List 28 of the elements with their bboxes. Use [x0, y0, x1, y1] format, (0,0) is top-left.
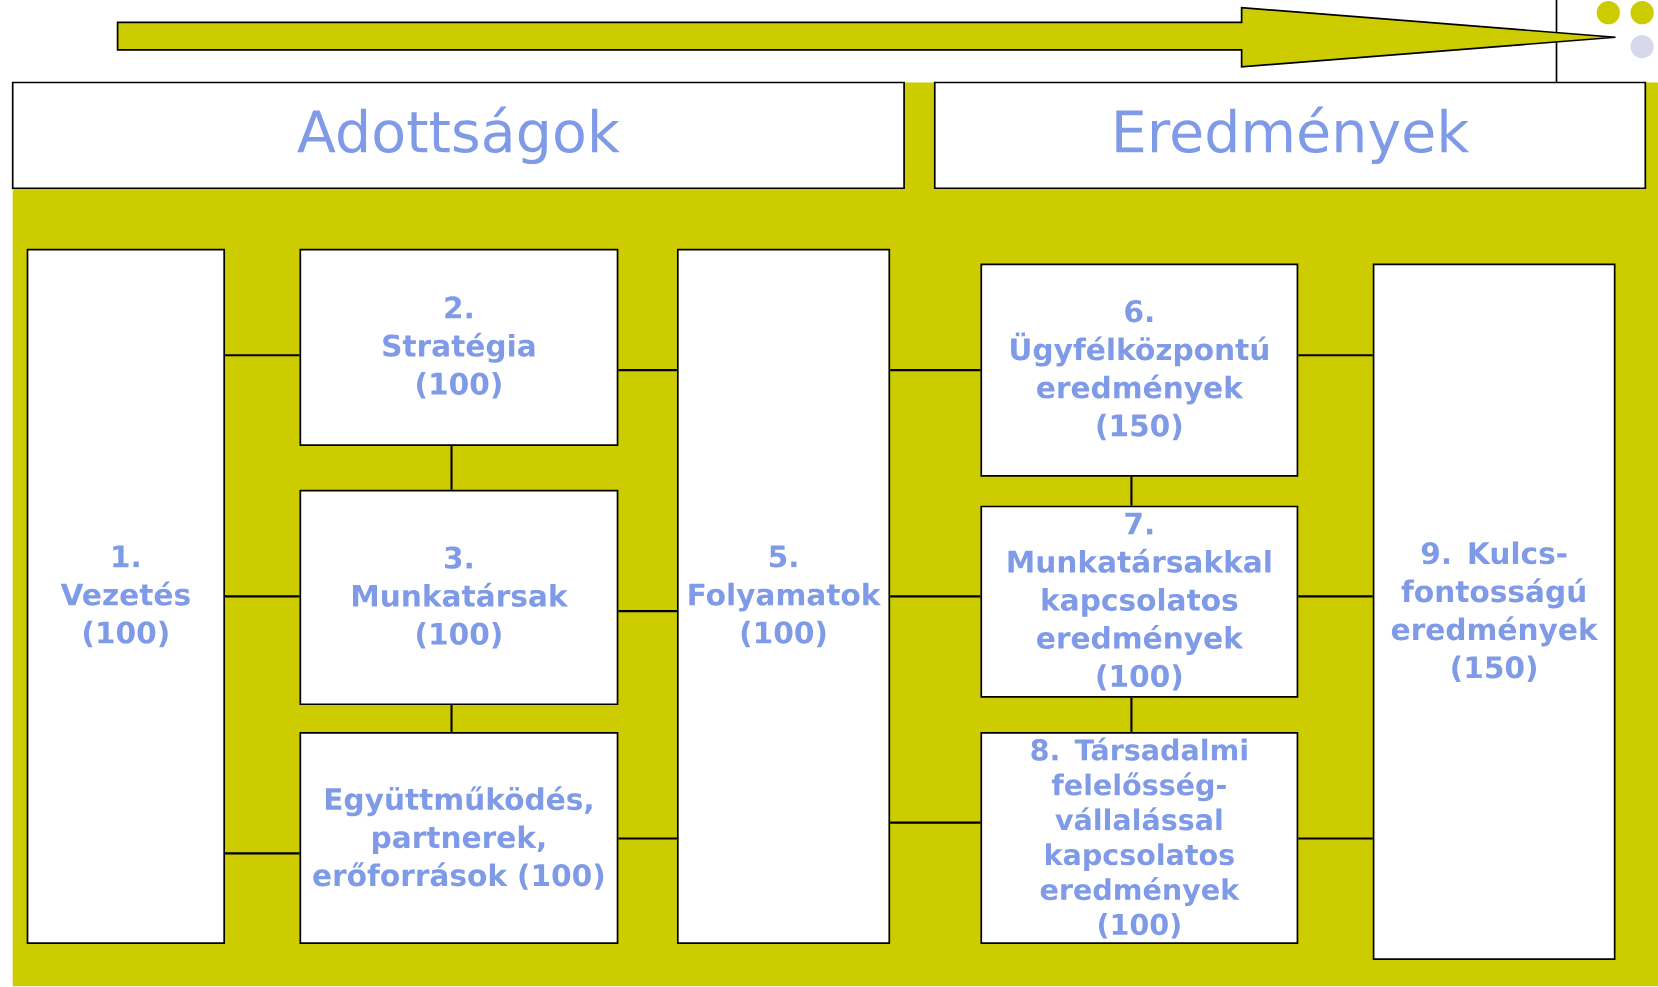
connector-line [618, 837, 677, 840]
connector-line [890, 595, 981, 598]
header-box: Adottságok [11, 81, 905, 190]
criterion-box: Együttműködés, partnerek, erőforrások (100) [299, 732, 619, 945]
criterion-box: 5. Folyamatok (100) [676, 248, 891, 945]
connector-line [1298, 837, 1373, 840]
connector-line [890, 369, 981, 372]
criterion-box: 6. Ügyfélközpontú eredmények (150) [980, 263, 1299, 477]
connector-line [1298, 595, 1373, 598]
connector-line [618, 369, 677, 372]
connector-line [618, 610, 677, 613]
connector-line [1130, 697, 1133, 733]
connector-line [1298, 354, 1373, 357]
connector-line [1130, 476, 1133, 506]
connector-line [450, 446, 453, 490]
connector-line [225, 354, 300, 357]
connector-line [225, 852, 300, 855]
criterion-box: 8. Társadalmi felelősség-vállalással kapcsolatos eredmények (100) [980, 732, 1299, 945]
connector-line [450, 705, 453, 733]
criterion-box: 1. Vezetés (100) [26, 248, 226, 945]
connector-line [225, 595, 300, 598]
criterion-box: 7. Munkatársakkal kapcsolatos eredmények (100) [980, 505, 1299, 698]
criterion-box: 2. Stratégia (100) [299, 248, 619, 447]
block-arrow [116, 6, 1617, 68]
connector-line [890, 821, 981, 824]
criterion-box: 9. Kulcs-fontosságú eredmények (150) [1372, 263, 1616, 961]
criterion-box: 3. Munkatársak (100) [299, 490, 619, 706]
header-box: Eredmények [933, 81, 1647, 190]
